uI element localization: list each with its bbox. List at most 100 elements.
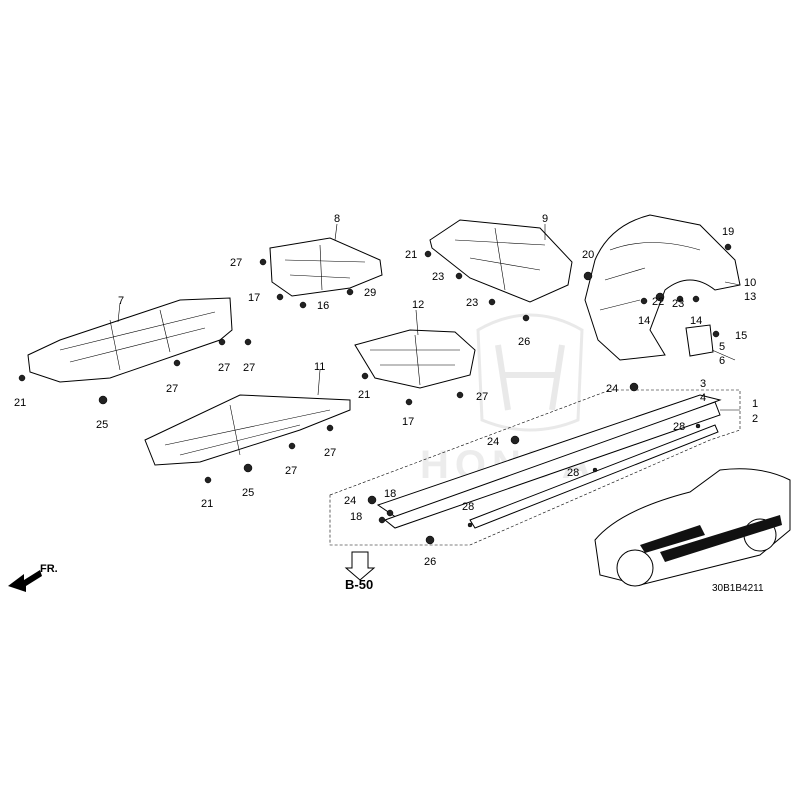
under-cover-12 [354, 329, 476, 389]
clip-icon [424, 250, 432, 258]
side-sill-garnish [329, 389, 741, 546]
callout-13: 13 [744, 291, 756, 303]
clip-icon [276, 293, 284, 301]
clip-icon [583, 271, 593, 281]
clip-icon [299, 301, 307, 309]
callout-21: 21 [405, 249, 417, 261]
clip-icon [367, 495, 377, 505]
clip-icon [18, 374, 26, 382]
clip-icon [386, 509, 394, 517]
callout-17: 17 [248, 292, 260, 304]
clip-icon [98, 395, 108, 405]
under-cover-9 [429, 219, 573, 303]
clip-icon [712, 330, 720, 338]
clip-icon [259, 258, 267, 266]
callout-27: 27 [166, 383, 178, 395]
clip-icon [467, 522, 473, 528]
callout-28: 28 [673, 421, 685, 433]
callout-17: 17 [402, 416, 414, 428]
callout-26: 26 [424, 556, 436, 568]
callout-27: 27 [218, 362, 230, 374]
clip-icon [592, 467, 598, 473]
fasteners [98, 243, 732, 545]
callout-25: 25 [242, 487, 254, 499]
callout-20: 20 [582, 249, 594, 261]
callout-16: 16 [317, 300, 329, 312]
clip-icon [724, 243, 732, 251]
clip-icon [655, 292, 665, 302]
clip-icon [692, 295, 700, 303]
leader-lines [117, 223, 741, 411]
callout-18: 18 [350, 511, 362, 523]
clip-icon [695, 423, 701, 429]
bracket-5-6 [685, 324, 714, 357]
clip-icon [204, 476, 212, 484]
callout-21: 21 [14, 397, 26, 409]
callout-29: 29 [364, 287, 376, 299]
callout-21: 21 [358, 389, 370, 401]
callout-2: 2 [752, 413, 758, 425]
clip-icon [456, 391, 464, 399]
callout-24: 24 [606, 383, 618, 395]
callout-24: 24 [487, 436, 499, 448]
callout-14: 14 [690, 315, 702, 327]
clip-icon [173, 359, 181, 367]
under-cover-11 [144, 394, 351, 466]
callout-23: 23 [672, 298, 684, 310]
callout-10: 10 [744, 277, 756, 289]
clip-icon [244, 338, 252, 346]
callout-14: 14 [638, 315, 650, 327]
callout-1: 1 [752, 398, 758, 410]
clip-icon [378, 516, 386, 524]
clip-icon [522, 314, 530, 322]
callout-4: 4 [700, 392, 706, 404]
clip-icon [361, 372, 369, 380]
callout-26: 26 [518, 336, 530, 348]
clip-icon [455, 272, 463, 280]
under-cover-7 [18, 297, 233, 383]
drawing-code: 30B1B4211 [712, 583, 764, 594]
clip-icon [405, 398, 413, 406]
reference-label: B-50 [345, 577, 373, 592]
callout-24: 24 [344, 495, 356, 507]
callout-15: 15 [735, 330, 747, 342]
front-indicator: FR. [8, 563, 58, 592]
callout-27: 27 [324, 447, 336, 459]
callout-18: 18 [384, 488, 396, 500]
fender-liner-10-13 [584, 214, 741, 361]
callout-27: 27 [285, 465, 297, 477]
clip-icon [629, 382, 639, 392]
clip-icon [346, 288, 354, 296]
clip-icon [488, 298, 496, 306]
clip-icon [510, 435, 520, 445]
clip-icon [676, 295, 684, 303]
callout-8: 8 [334, 213, 340, 225]
clip-icon [425, 535, 435, 545]
callout-21: 21 [201, 498, 213, 510]
callout-7: 7 [118, 295, 124, 307]
clip-icon [288, 442, 296, 450]
callout-28: 28 [567, 467, 579, 479]
clip-icon [243, 463, 253, 473]
callout-5: 5 [719, 341, 725, 353]
callout-3: 3 [700, 378, 706, 390]
under-cover-8 [269, 237, 383, 297]
callout-22: 22 [652, 296, 664, 308]
callout-23: 23 [466, 297, 478, 309]
clip-icon [218, 338, 226, 346]
callout-27: 27 [476, 391, 488, 403]
callout-23: 23 [432, 271, 444, 283]
callout-19: 19 [722, 226, 734, 238]
front-label: FR. [40, 563, 58, 575]
clip-icon [640, 297, 648, 305]
reference-arrow: B-50 [344, 551, 376, 592]
callout-28: 28 [462, 501, 474, 513]
callout-27: 27 [243, 362, 255, 374]
callout-6: 6 [719, 355, 725, 367]
callout-25: 25 [96, 419, 108, 431]
car-outline-icon [594, 468, 791, 587]
callouts: 7 8 9 12 11 27 17 16 29 21 23 23 26 20 1… [14, 213, 764, 594]
callout-27: 27 [230, 257, 242, 269]
callout-9: 9 [542, 213, 548, 225]
